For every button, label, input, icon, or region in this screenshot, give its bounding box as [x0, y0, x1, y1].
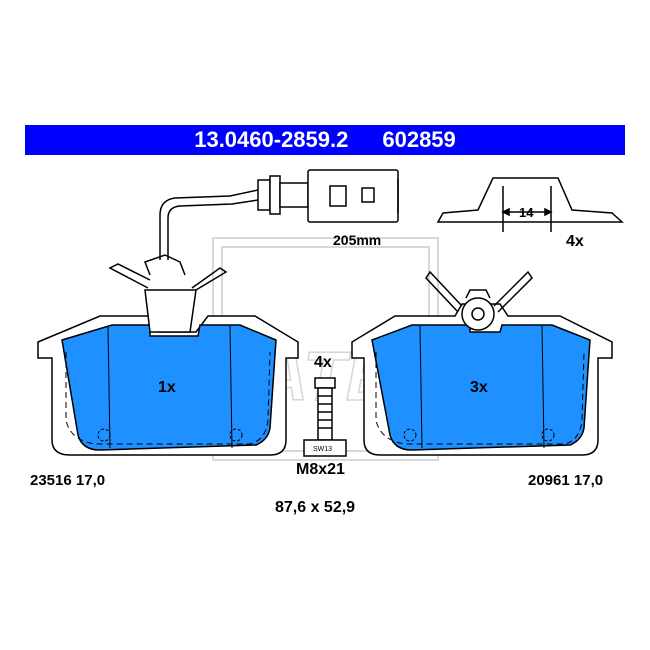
right-brake-pad — [351, 270, 613, 456]
clip-dimension: 14 — [519, 205, 534, 220]
wire-length: 205mm — [333, 232, 381, 248]
pad-dimensions: 87,6 x 52,9 — [275, 499, 355, 516]
right-pad-quantity: 3x — [470, 379, 488, 396]
right-pad-spec: 20961 17,0 — [528, 472, 603, 489]
part-number: 13.0460-2859.2 — [194, 127, 349, 152]
title-bar: 13.0460-2859.2 602859 — [25, 125, 625, 155]
left-brake-pad — [37, 254, 299, 456]
left-pad-friction-material — [61, 324, 277, 451]
reference-number: 602859 — [382, 127, 456, 152]
clip-quantity: 4x — [566, 233, 584, 250]
left-pad-spec: 23516 17,0 — [30, 472, 105, 489]
wear-sensor — [159, 169, 399, 260]
bolt-quantity: 4x — [314, 354, 332, 371]
retaining-clip — [436, 177, 624, 232]
right-pad-friction-material — [371, 324, 591, 451]
bolt-wrench-size: SW13 — [313, 446, 332, 453]
bolt-thread: M8x21 — [296, 461, 345, 478]
left-pad-quantity: 1x — [158, 379, 176, 396]
bolt — [303, 377, 347, 457]
